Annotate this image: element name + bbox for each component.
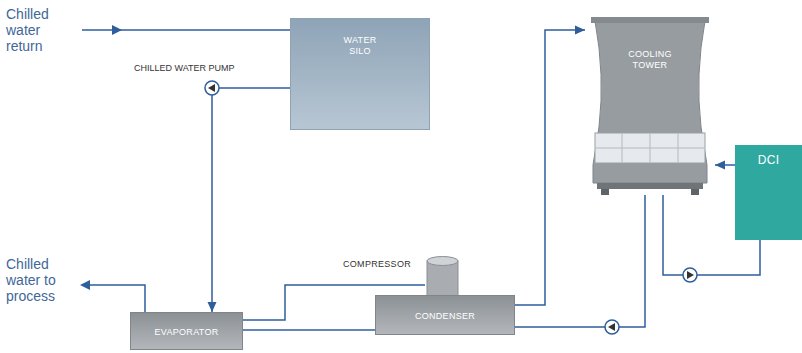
node-label: DCI bbox=[739, 155, 799, 166]
flow-arrow bbox=[112, 25, 122, 35]
compressor-cylinder-outline bbox=[425, 255, 460, 299]
pump-symbol bbox=[683, 268, 697, 282]
pipe-connector bbox=[243, 329, 375, 331]
flow-arrow bbox=[80, 280, 90, 290]
water-silo: WATER SILO bbox=[290, 18, 430, 130]
pump-symbol bbox=[205, 81, 219, 95]
node-label: COMPRESSOR bbox=[343, 259, 411, 270]
node-label: WATER SILO bbox=[334, 35, 386, 57]
flow-label: Chilled water to process bbox=[6, 256, 76, 304]
node-label: COOLING TOWER bbox=[615, 49, 685, 71]
node-label: CONDENSER bbox=[385, 311, 505, 322]
pump-label: CHILLED WATER PUMP bbox=[134, 63, 235, 74]
compressor-cylinder: COMPRESSOR bbox=[425, 255, 460, 299]
flow-label: Chilled water return bbox=[6, 6, 76, 54]
pipe-connector bbox=[515, 195, 645, 327]
process-pipe bbox=[82, 285, 145, 312]
condenser-box: CONDENSER bbox=[375, 295, 515, 335]
pipe-connector bbox=[715, 164, 735, 166]
cooling-tower: COOLING TOWER bbox=[585, 15, 715, 195]
node-label: EVAPORATOR bbox=[137, 327, 237, 338]
pipe-connector bbox=[212, 88, 290, 312]
pump-symbol bbox=[605, 320, 619, 334]
evaporator-box: EVAPORATOR bbox=[130, 312, 243, 350]
dci-box: DCI bbox=[735, 145, 802, 240]
cooling-tower-outline bbox=[585, 15, 715, 195]
pipe-connector bbox=[515, 30, 585, 305]
